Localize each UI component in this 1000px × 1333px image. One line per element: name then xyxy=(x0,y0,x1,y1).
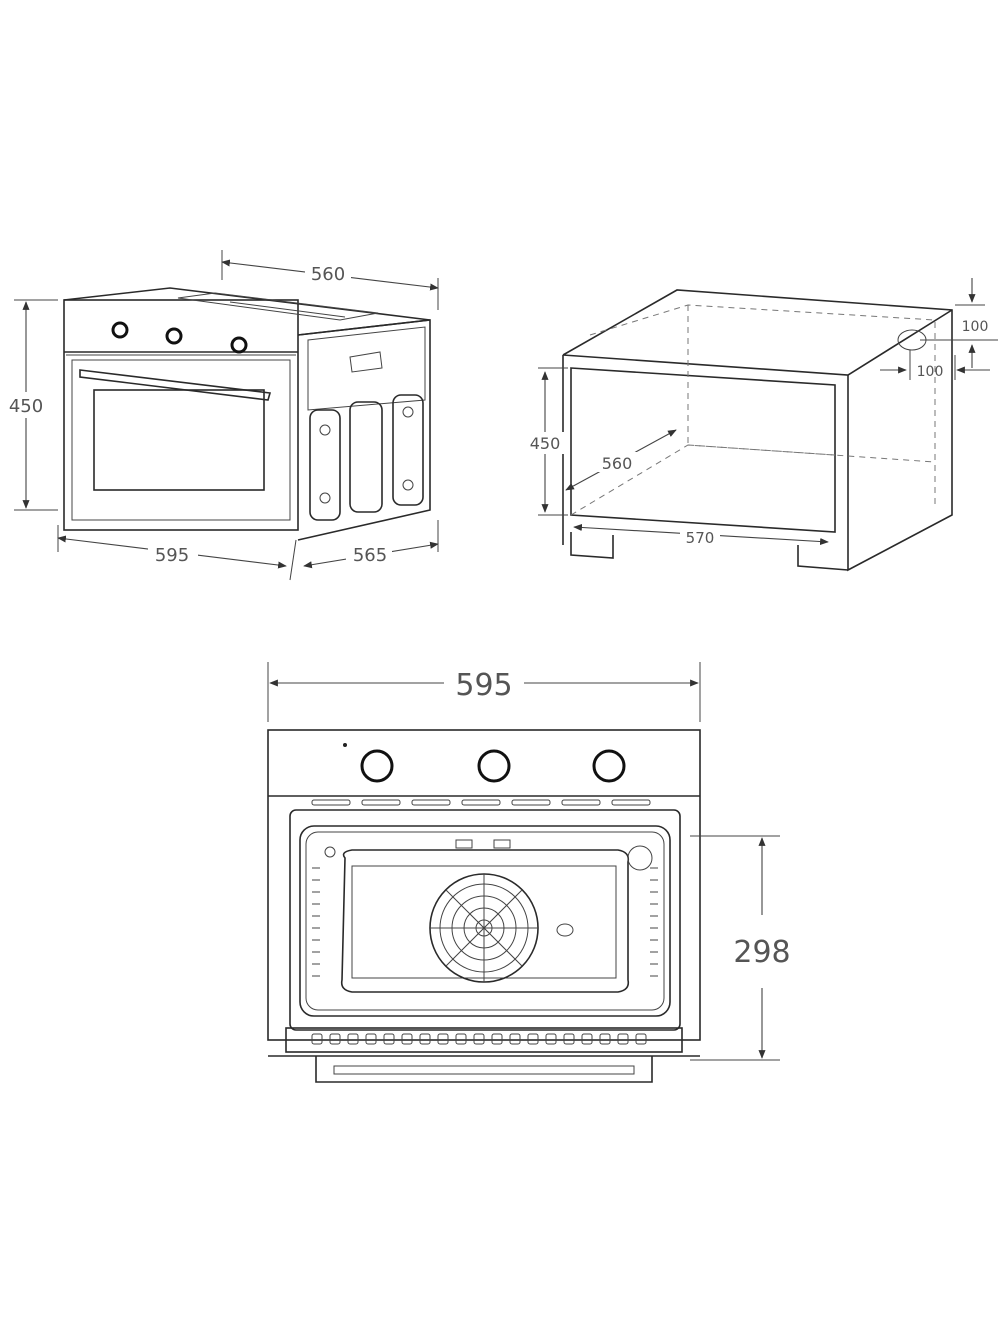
cavity-inner xyxy=(299,825,671,1017)
oven-3d-view: 560 450 595 565 xyxy=(6,250,439,581)
cavity-frame xyxy=(289,809,681,1031)
lamp-icon xyxy=(627,845,653,871)
knob-icon xyxy=(477,749,511,783)
knob-icon xyxy=(111,321,129,339)
cabinet-outline xyxy=(562,289,953,572)
dim-label-niche-depth: 560 xyxy=(602,454,633,473)
knob-icon xyxy=(165,327,183,345)
niche-opening xyxy=(570,367,836,533)
dim-label-top-gap: 100 xyxy=(962,319,989,335)
oven-side-face xyxy=(297,319,431,541)
back-panel xyxy=(340,849,630,993)
knob-icon xyxy=(360,749,394,783)
dim-label-oven-height: 450 xyxy=(9,396,43,417)
dim-label-niche-width: 570 xyxy=(686,529,715,547)
dim-label-niche-height: 450 xyxy=(530,434,561,453)
door-hinge-band xyxy=(285,1027,683,1053)
oven-front-view: 595 xyxy=(267,662,791,1083)
knob-icon xyxy=(592,749,626,783)
dim-label-side-gap: 100 xyxy=(917,364,944,380)
door-handle xyxy=(79,369,272,401)
door-bottom xyxy=(315,1056,653,1083)
fan-icon xyxy=(429,873,539,983)
dim-label-cavity-height: 298 xyxy=(733,935,790,970)
oven-front-face xyxy=(63,299,299,531)
cabinet-niche-view: 100 100 450 560 570 xyxy=(526,278,998,572)
dim-label-front-width: 595 xyxy=(455,668,512,703)
dim-label-oven-width: 595 xyxy=(155,545,189,566)
door-window xyxy=(93,389,265,491)
dim-label-oven-depth-side: 565 xyxy=(353,545,387,566)
knob-icon xyxy=(230,336,248,354)
dim-label-oven-depth-top: 560 xyxy=(311,264,345,285)
